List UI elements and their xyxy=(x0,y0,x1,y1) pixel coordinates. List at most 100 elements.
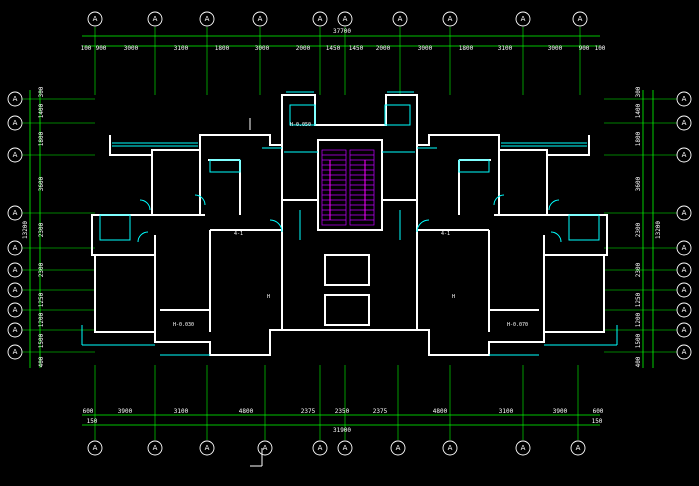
dimension-lines xyxy=(29,35,654,426)
bottom-dimension-9: 3900 xyxy=(553,408,568,415)
axis-bubble-left-1 xyxy=(7,115,23,131)
axis-label-top-1: A xyxy=(153,15,158,23)
top-dimension-7: 1450 xyxy=(326,45,341,52)
axis-bubble-top-3 xyxy=(252,11,268,27)
axis-label-top-7: A xyxy=(448,15,453,23)
axis-label-top-2: A xyxy=(205,15,210,23)
top-dimension-14: 900 xyxy=(579,45,590,52)
bottom-edge-dimension-1: 150 xyxy=(592,418,603,425)
top-overall-dimension: 37700 xyxy=(333,28,351,35)
axis-label-left-2: A xyxy=(13,151,18,159)
bottom-dimension-6: 2375 xyxy=(373,408,388,415)
building-walls xyxy=(91,94,608,356)
axis-bubble-right-7 xyxy=(676,302,692,318)
axis-label-right-7: A xyxy=(682,306,687,314)
top-dimension-6: 2000 xyxy=(296,45,311,52)
room-tag-right: 4-1 xyxy=(441,231,450,237)
axis-label-right-1: A xyxy=(682,119,687,127)
axis-label-top-5: A xyxy=(343,15,348,23)
bottom-dimension-4: 2375 xyxy=(301,408,316,415)
axis-bubble-right-9 xyxy=(676,344,692,360)
bottom-edge-dimension-0: 150 xyxy=(87,418,98,425)
level-label-right-hall: H xyxy=(452,294,455,300)
top-dimension-1: 900 xyxy=(96,45,107,52)
axis-label-bottom-0: A xyxy=(93,444,98,452)
axis-bubble-left-2 xyxy=(7,147,23,163)
bottom-dimension-10: 600 xyxy=(593,408,604,415)
bottom-dimension-3: 4800 xyxy=(239,408,254,415)
axis-bubble-bottom-3 xyxy=(257,440,273,456)
right-overall-dimension: 13200 xyxy=(655,221,662,239)
window-lines xyxy=(81,91,618,356)
left-dimension-0: 300 xyxy=(38,86,45,97)
left-dimension-7: 1200 xyxy=(38,312,45,327)
axis-label-bottom-5: A xyxy=(343,444,348,452)
room-tag-left: 4-1 xyxy=(234,231,243,237)
bottom-dimension-8: 3100 xyxy=(499,408,514,415)
left-dimension-8: 1500 xyxy=(38,333,45,348)
axis-label-bottom-3: A xyxy=(263,444,268,452)
right-dimension-9: 400 xyxy=(635,356,642,367)
right-dimension-4: 2300 xyxy=(635,222,642,237)
axis-bubble-left-8 xyxy=(7,322,23,338)
bottom-dimension-0: 600 xyxy=(83,408,94,415)
axis-bubble-top-1 xyxy=(147,11,163,27)
right-dimension-6: 1250 xyxy=(635,292,642,307)
axis-bubble-left-4 xyxy=(7,240,23,256)
axis-bubble-bottom-8 xyxy=(515,440,531,456)
axis-label-right-5: A xyxy=(682,266,687,274)
axis-bubble-left-0 xyxy=(7,91,23,107)
right-dimension-0: 300 xyxy=(635,86,642,97)
section-mark xyxy=(249,118,263,467)
top-dimension-13: 3000 xyxy=(548,45,563,52)
bottom-dimension-7: 4800 xyxy=(433,408,448,415)
axis-bubble-right-2 xyxy=(676,147,692,163)
axis-bubble-left-6 xyxy=(7,282,23,298)
top-dimension-12: 3100 xyxy=(498,45,513,52)
stair-core xyxy=(321,149,375,226)
axis-label-top-6: A xyxy=(398,15,403,23)
left-dimension-4: 2300 xyxy=(38,222,45,237)
axis-bubble-top-5 xyxy=(337,11,353,27)
top-dimension-15: 100 xyxy=(595,45,606,52)
axis-label-bottom-4: A xyxy=(318,444,323,452)
axis-label-bottom-6: A xyxy=(396,444,401,452)
bottom-dimension-5: 2350 xyxy=(335,408,350,415)
axis-label-left-8: A xyxy=(13,326,18,334)
axis-label-bottom-7: A xyxy=(448,444,453,452)
top-dimension-0: 100 xyxy=(81,45,92,52)
axis-bubble-top-7 xyxy=(442,11,458,27)
axis-bubble-bottom-7 xyxy=(442,440,458,456)
left-overall-dimension: 13200 xyxy=(22,221,29,239)
axis-label-top-4: A xyxy=(318,15,323,23)
axis-bubble-right-5 xyxy=(676,262,692,278)
axis-bubble-right-8 xyxy=(676,322,692,338)
left-dimension-9: 400 xyxy=(38,356,45,367)
axis-label-right-2: A xyxy=(682,151,687,159)
top-dimension-3: 3100 xyxy=(174,45,189,52)
right-dimension-7: 1200 xyxy=(635,312,642,327)
right-dimension-1: 1400 xyxy=(635,103,642,118)
top-dimension-2: 3000 xyxy=(124,45,139,52)
axis-label-left-1: A xyxy=(13,119,18,127)
axis-label-bottom-8: A xyxy=(521,444,526,452)
level-label-core: H-0.050 xyxy=(290,122,311,128)
axis-label-left-5: A xyxy=(13,266,18,274)
left-dimension-6: 1250 xyxy=(38,292,45,307)
axis-bubble-left-9 xyxy=(7,344,23,360)
axis-bubble-top-8 xyxy=(515,11,531,27)
axis-bubble-left-5 xyxy=(7,262,23,278)
axis-bubble-top-9 xyxy=(572,11,588,27)
axis-bubble-bottom-5 xyxy=(337,440,353,456)
right-dimension-8: 1500 xyxy=(635,333,642,348)
bottom-dimension-1: 3900 xyxy=(118,408,133,415)
axis-bubble-right-6 xyxy=(676,282,692,298)
left-dimension-3: 3600 xyxy=(38,176,45,191)
axis-bubble-top-6 xyxy=(392,11,408,27)
top-dimension-9: 2000 xyxy=(376,45,391,52)
top-dimension-10: 3000 xyxy=(418,45,433,52)
axis-label-bottom-1: A xyxy=(153,444,158,452)
axis-bubble-left-3 xyxy=(7,205,23,221)
